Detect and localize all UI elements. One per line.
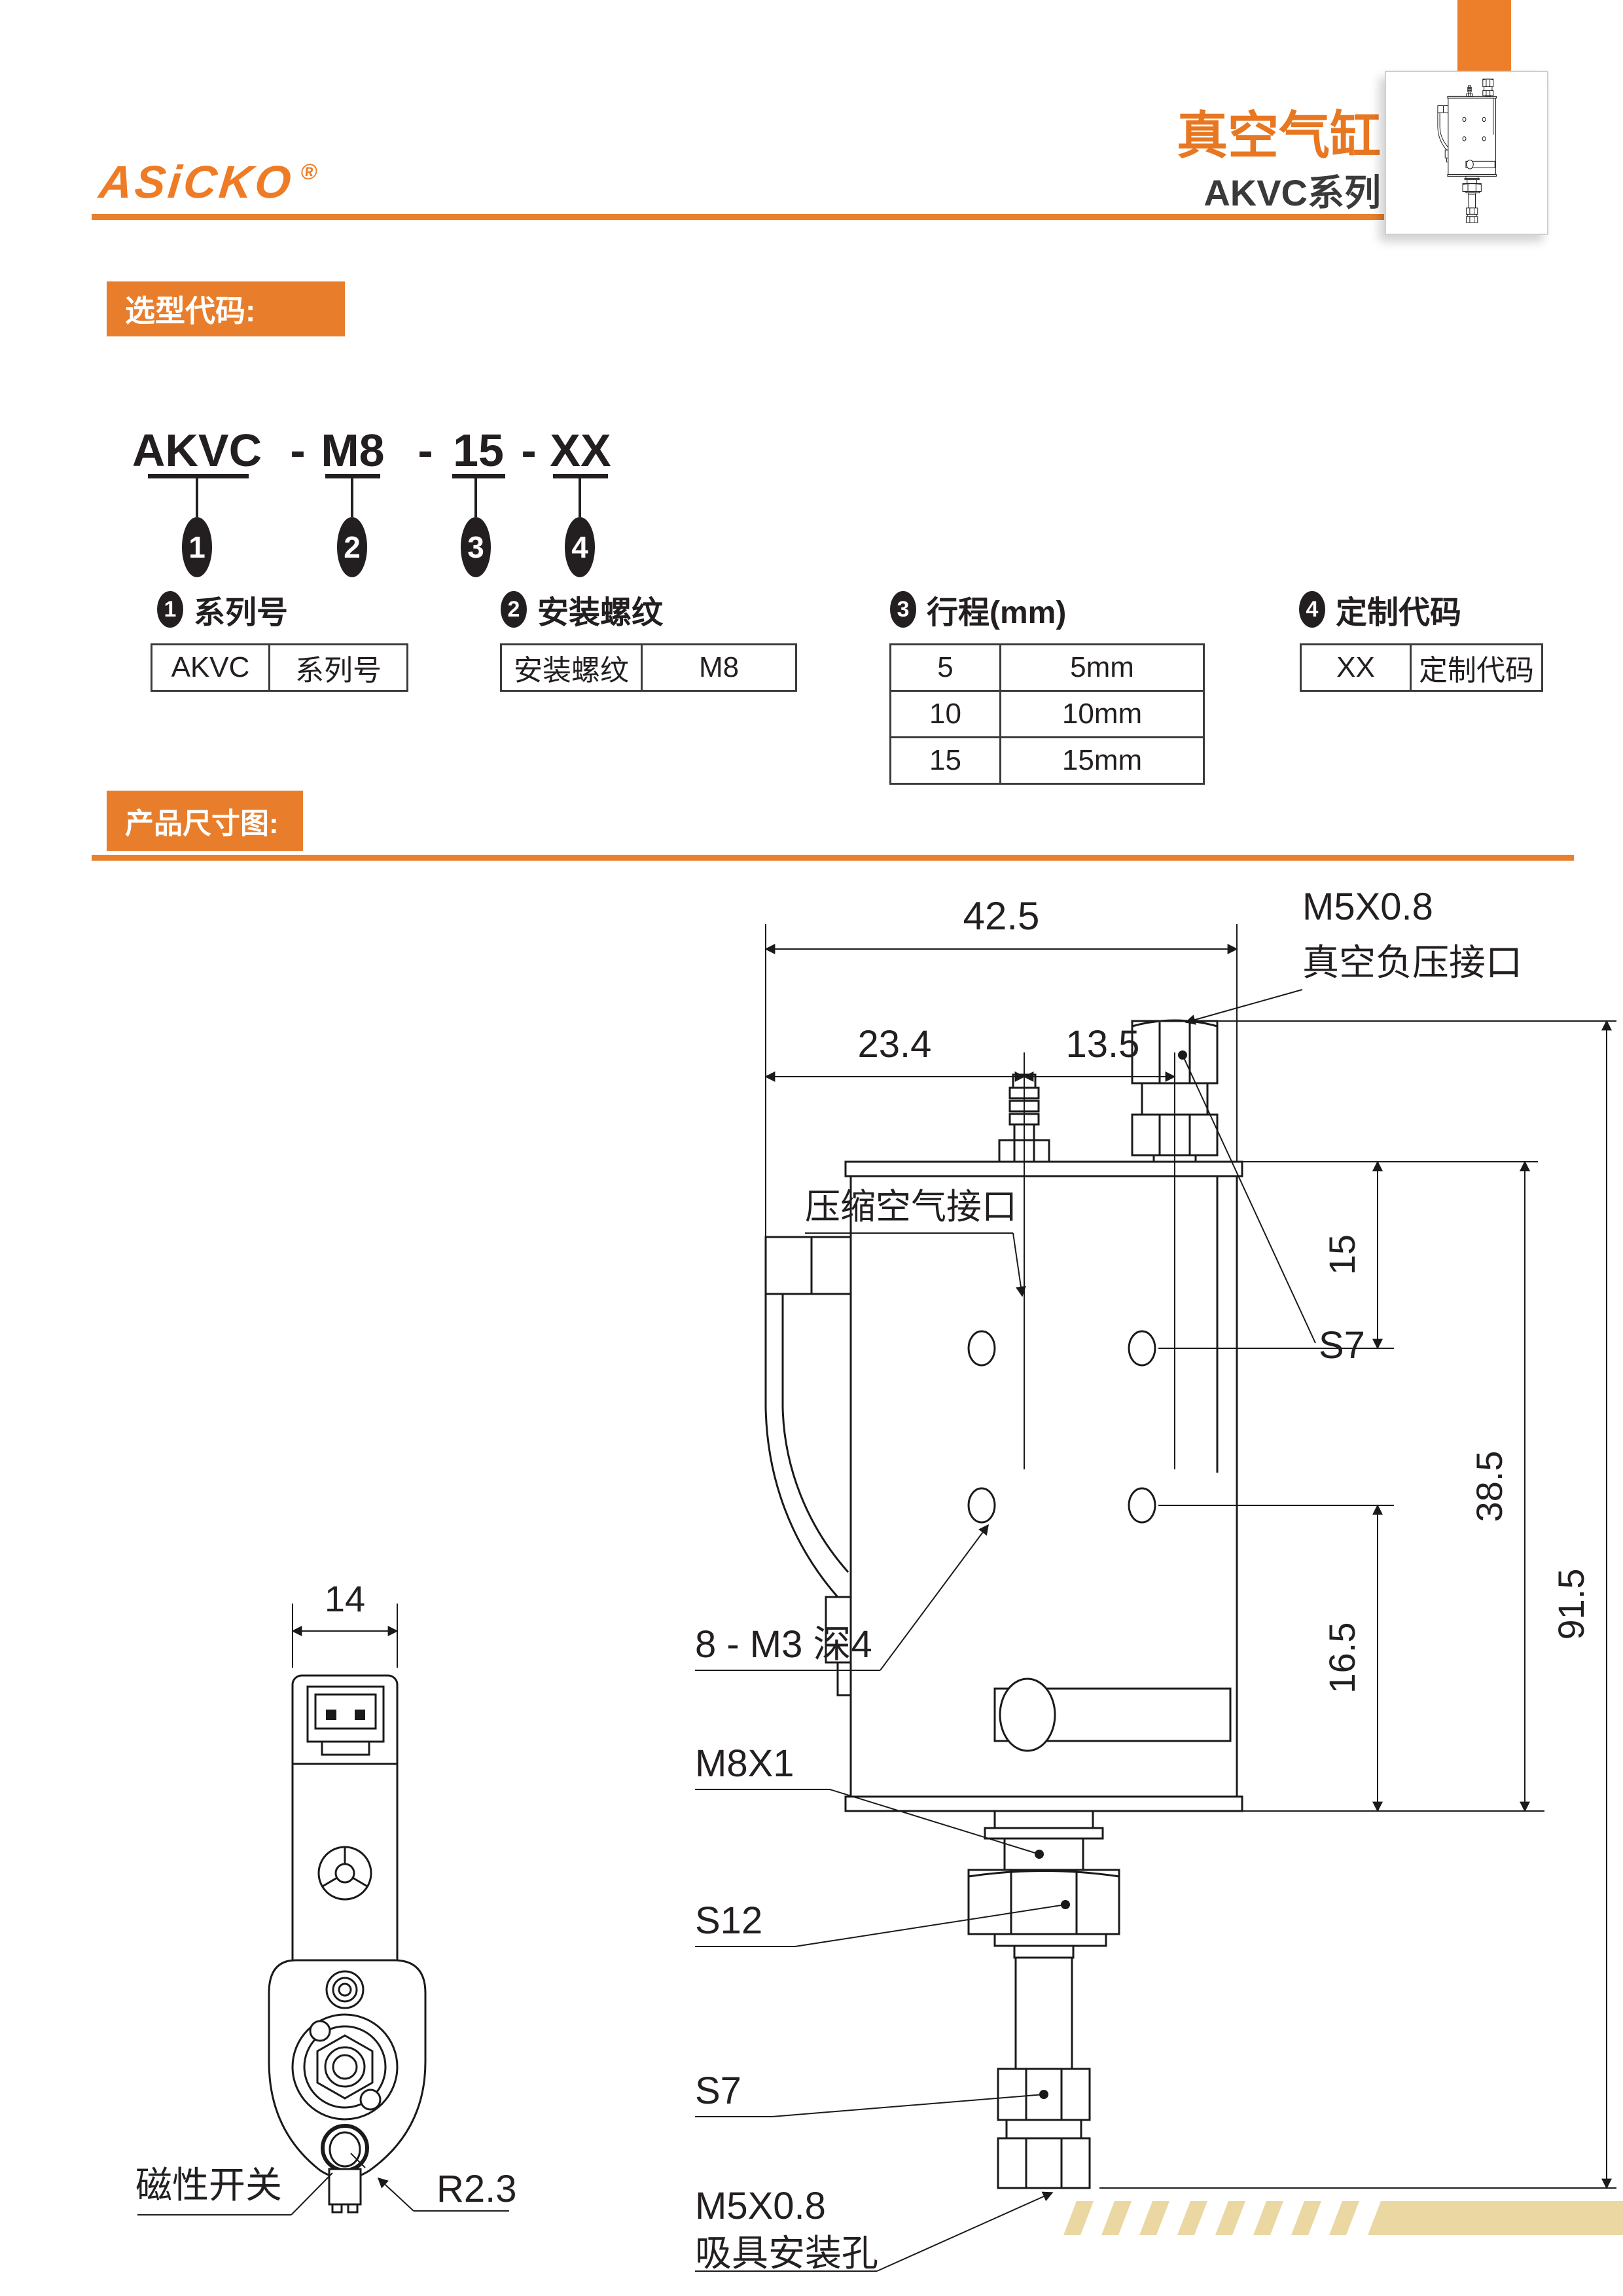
label-magnetic-switch: 磁性开关 <box>135 2164 282 2206</box>
table-cell: M8 <box>641 643 797 692</box>
model-code-stem <box>474 478 477 517</box>
dim-38-5: 38.5 <box>1469 1451 1510 1522</box>
table-cell: 10mm <box>999 690 1205 738</box>
table-cell: 15mm <box>999 736 1205 785</box>
dimensions-rule <box>92 855 1574 861</box>
model-code-marker-3: 3 <box>461 517 491 577</box>
model-code-marker-4: 4 <box>565 517 595 577</box>
table-row: 5 5mm <box>889 643 1205 692</box>
label-m8-thread: M8X1 <box>695 1742 794 1785</box>
side-view-dimensions <box>137 1604 509 2215</box>
section-badge-selection-label: 选型代码: <box>125 294 256 328</box>
table-header-custom: 4 定制代码 <box>1299 586 1461 632</box>
table-cell: 安装螺纹 <box>500 643 643 692</box>
brand-logo-text: ASiCKO <box>96 156 296 207</box>
label-s12: S12 <box>695 1899 762 1942</box>
label-air-port: 压缩空气接口 <box>805 1187 1017 1227</box>
table-title: 定制代码 <box>1336 596 1462 630</box>
dim-left-width: 23.4 <box>858 1023 932 1066</box>
stroke-table: 5 5mm 10 10mm 15 15mm <box>889 643 1205 785</box>
model-code-underline <box>452 474 505 478</box>
label-m3-holes: 8 - M3 深4 <box>695 1623 872 1666</box>
model-code-stem <box>196 478 198 517</box>
model-code-marker-1: 1 <box>182 517 212 577</box>
section-badge-selection-code: 选型代码: <box>107 281 345 336</box>
model-code-underline <box>148 474 249 478</box>
model-code-dash: - <box>290 425 306 476</box>
table-number-badge: 4 <box>1299 591 1325 628</box>
table-cell: 5 <box>889 643 1001 692</box>
label-s7-top: S7 <box>1319 1324 1365 1367</box>
dim-91-5: 91.5 <box>1550 1569 1592 1640</box>
table-row: 15 15mm <box>889 736 1205 785</box>
table-cell: 15 <box>889 736 1001 785</box>
table-cell: 10 <box>889 690 1001 738</box>
label-s7-bottom: S7 <box>695 2070 741 2112</box>
table-title: 安装螺纹 <box>537 596 664 630</box>
series-table: AKVC 系列号 <box>151 643 408 692</box>
table-row: 安装螺纹 M8 <box>500 643 797 692</box>
corner-accent <box>1457 0 1511 71</box>
table-title: 行程(mm) <box>927 596 1067 630</box>
model-code-underline <box>553 474 608 478</box>
model-code-thread: M8 <box>321 425 385 476</box>
side-view <box>268 1674 427 2214</box>
model-code-stem <box>351 478 353 517</box>
series-subtitle: AKVC系列 <box>1204 172 1381 213</box>
dim-right-width: 13.5 <box>1066 1023 1140 1066</box>
section-badge-dimensions: 产品尺寸图: <box>107 791 303 851</box>
label-vacuum-port-name: 真空负压接口 <box>1302 942 1522 983</box>
dim-total-width: 42.5 <box>963 894 1040 938</box>
model-code-underline <box>325 474 380 478</box>
dim-16-5: 16.5 <box>1321 1623 1363 1694</box>
label-suction-name: 吸具安装孔 <box>695 2233 878 2274</box>
model-code-marker-2: 2 <box>337 517 367 577</box>
product-thumbnail-card <box>1385 71 1548 235</box>
table-header-stroke: 3 行程(mm) <box>890 586 1066 632</box>
table-cell: XX <box>1300 643 1412 692</box>
registered-mark: ® <box>299 160 321 185</box>
header-rule <box>92 214 1384 220</box>
table-row: AKVC 系列号 <box>151 643 408 692</box>
model-code-series: AKVC <box>132 425 262 476</box>
table-number-badge: 3 <box>890 591 916 628</box>
brand-logo: ASiCKO® <box>97 156 322 208</box>
table-header-series: 1 系列号 <box>157 586 288 632</box>
table-number-badge: 2 <box>501 591 527 628</box>
dim-15: 15 <box>1321 1234 1363 1275</box>
front-view <box>764 1019 1243 2189</box>
label-radius: R2.3 <box>437 2168 517 2210</box>
product-thumbnail-drawing <box>1437 79 1497 223</box>
footer-stripe-decoration <box>1063 2201 1623 2235</box>
table-header-thread: 2 安装螺纹 <box>501 586 663 632</box>
thread-table: 安装螺纹 M8 <box>500 643 797 692</box>
table-cell: 系列号 <box>268 643 408 692</box>
model-code-dash: - <box>521 425 537 476</box>
dim-side-width: 14 <box>325 1578 365 1619</box>
model-code-stroke: 15 <box>453 425 504 476</box>
table-title: 系列号 <box>194 596 289 630</box>
table-cell: AKVC <box>151 643 270 692</box>
page-title: 真空气缸 <box>1176 107 1381 164</box>
model-code-dash: - <box>418 425 433 476</box>
label-suction-spec: M5X0.8 <box>695 2185 826 2227</box>
table-cell: 5mm <box>999 643 1205 692</box>
section-badge-dimensions-label: 产品尺寸图: <box>125 808 279 840</box>
model-code-stem <box>579 478 581 517</box>
table-cell: 定制代码 <box>1410 643 1543 692</box>
label-vacuum-port-spec: M5X0.8 <box>1302 886 1433 928</box>
table-row: 10 10mm <box>889 690 1205 738</box>
model-code-custom: XX <box>550 425 611 476</box>
table-number-badge: 1 <box>157 591 183 628</box>
front-view-dimensions <box>695 924 1616 2272</box>
custom-code-table: XX 定制代码 <box>1300 643 1543 692</box>
table-row: XX 定制代码 <box>1300 643 1543 692</box>
